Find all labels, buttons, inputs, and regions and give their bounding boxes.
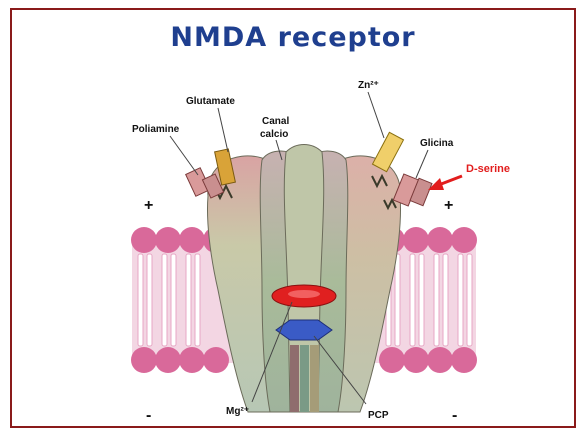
label-d-serine: D-serine [466,163,510,175]
label-canal-calcio-line2: calcio [260,129,288,140]
leader-zn [368,92,384,138]
label-glicina: Glicina [420,138,454,149]
receptor-protein [207,145,400,413]
leader-glutamate [218,108,228,152]
pore-segment-2 [300,345,309,412]
pore-segment-1 [290,345,299,412]
intracellular-minus-right: - [452,407,457,424]
extracellular-plus-right: + [444,197,453,214]
leader-glicina [416,150,428,178]
leader-poliamine [170,136,198,175]
pore-segment-3 [310,345,319,412]
label-poliamine: Poliamine [132,124,180,135]
mg-binding-site-highlight [288,290,320,298]
label-glutamate: Glutamate [186,96,235,107]
arrow-left-icon [428,176,462,190]
intracellular-minus-left: - [146,407,151,424]
label-canal-calcio-line1: Canal [262,116,289,127]
label-zn: Zn²⁺ [358,80,379,91]
extracellular-plus-left: + [144,197,153,214]
label-mg: Mg²⁺ [226,406,249,417]
label-pcp: PCP [368,410,389,421]
